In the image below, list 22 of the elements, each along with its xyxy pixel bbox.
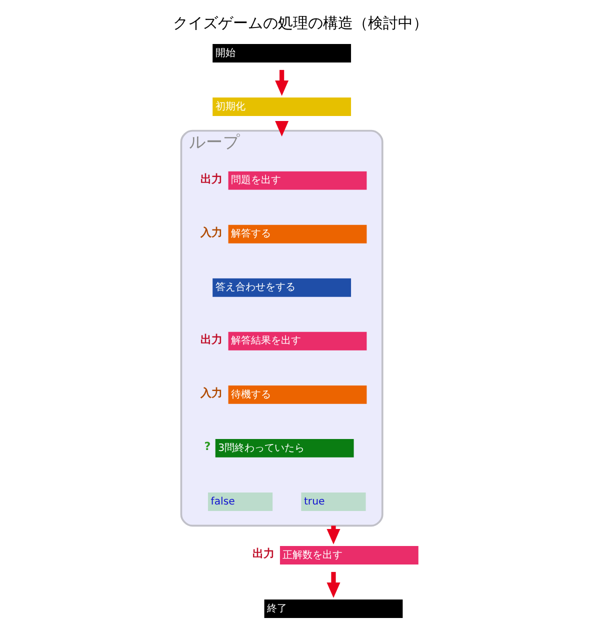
- arrow: [274, 121, 288, 136]
- node-box: 3問終わっていたら: [214, 438, 354, 458]
- node-box: 問題を出す: [228, 171, 366, 190]
- diagram-title: クイズゲームの処理の構造（検討中）: [172, 15, 428, 32]
- node-label: ?: [204, 440, 210, 454]
- node-box: 待機する: [228, 385, 366, 404]
- node-box: 解答結果を出す: [228, 332, 366, 350]
- node-box: false: [207, 492, 272, 511]
- node-label: 出力: [200, 333, 222, 346]
- node-label: 入力: [200, 226, 222, 240]
- node-box: 正解数を出す: [279, 546, 418, 564]
- node-box: 初期化: [212, 98, 351, 116]
- node-label: 出力: [200, 172, 222, 186]
- node-box: 解答する: [228, 224, 366, 244]
- node-box: true: [300, 492, 366, 511]
- node-box: 答え合わせをする: [212, 278, 351, 297]
- node-label: 出力: [252, 547, 274, 560]
- node-box: 開始: [212, 44, 351, 62]
- node-label: 入力: [200, 386, 222, 400]
- node-box: 終了: [264, 600, 402, 618]
- arrow: [326, 572, 340, 598]
- arrow: [274, 70, 288, 96]
